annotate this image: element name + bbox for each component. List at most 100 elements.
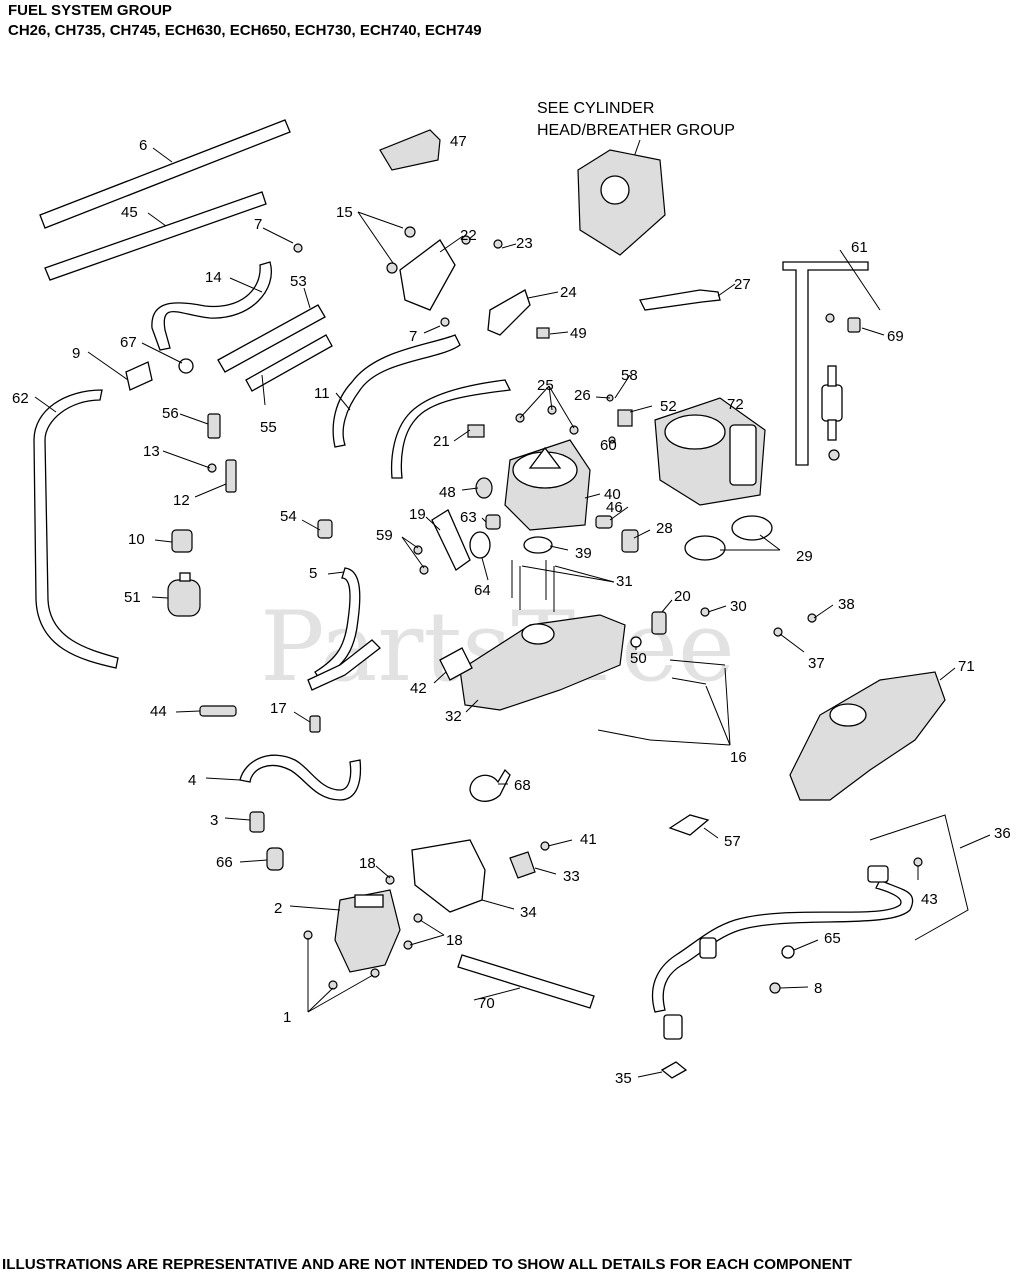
callout-69: 69 bbox=[887, 328, 904, 345]
callout-50: 50 bbox=[630, 650, 647, 667]
callout-42: 42 bbox=[410, 680, 427, 697]
throttle-body-72 bbox=[654, 397, 766, 506]
reference-note-line2: HEAD/BREATHER GROUP bbox=[537, 122, 735, 139]
callout-47: 47 bbox=[450, 133, 467, 150]
bracket-24 bbox=[487, 289, 531, 336]
valve-cover-ref bbox=[577, 149, 666, 256]
callout-27: 27 bbox=[734, 276, 751, 293]
callout-30: 30 bbox=[730, 598, 747, 615]
mounting-plate-34 bbox=[411, 839, 486, 913]
bracket-22 bbox=[399, 239, 456, 311]
callout-40: 40 bbox=[604, 486, 621, 503]
callout-29: 29 bbox=[796, 548, 813, 565]
callout-43: 43 bbox=[921, 891, 938, 908]
callout-20: 20 bbox=[674, 588, 691, 605]
small-parts bbox=[125, 226, 923, 1079]
callout-45: 45 bbox=[121, 204, 138, 221]
callout-54: 54 bbox=[280, 508, 297, 525]
o-ring-64 bbox=[469, 531, 491, 559]
callout-60: 60 bbox=[600, 437, 617, 454]
callout-5: 5 bbox=[309, 565, 317, 582]
callout-4: 4 bbox=[188, 772, 196, 789]
callout-1: 1 bbox=[283, 1009, 291, 1026]
callout-3: 3 bbox=[210, 812, 218, 829]
studs-16 bbox=[597, 659, 726, 741]
callout-19: 19 bbox=[409, 506, 426, 523]
callout-34: 34 bbox=[520, 904, 537, 921]
callout-2: 2 bbox=[274, 900, 282, 917]
callout-70: 70 bbox=[478, 995, 495, 1012]
callout-39: 39 bbox=[575, 545, 592, 562]
callout-10: 10 bbox=[128, 531, 145, 548]
hose-53 bbox=[217, 304, 326, 373]
gasket-29 bbox=[684, 515, 773, 561]
hose-70 bbox=[457, 954, 595, 1009]
callout-52: 52 bbox=[660, 398, 677, 415]
callout-35: 35 bbox=[615, 1070, 632, 1087]
callout-41: 41 bbox=[580, 831, 597, 848]
callout-16: 16 bbox=[730, 749, 747, 766]
callout-72: 72 bbox=[727, 396, 744, 413]
callout-49: 49 bbox=[570, 325, 587, 342]
callout-23: 23 bbox=[516, 235, 533, 252]
hose-45 bbox=[44, 191, 267, 281]
model-list: CH26, CH735, CH745, ECH630, ECH650, ECH7… bbox=[8, 22, 482, 39]
hose-11b bbox=[390, 379, 511, 479]
callout-18b: 18 bbox=[446, 932, 463, 949]
reference-note-line1: SEE CYLINDER bbox=[537, 100, 654, 117]
callout-26: 26 bbox=[574, 387, 591, 404]
o-ring-39 bbox=[523, 536, 553, 554]
clip-68 bbox=[469, 768, 511, 802]
callout-18a: 18 bbox=[359, 855, 376, 872]
callout-51: 51 bbox=[124, 589, 141, 606]
callout-33: 33 bbox=[563, 868, 580, 885]
callout-37: 37 bbox=[808, 655, 825, 672]
callout-44: 44 bbox=[150, 703, 167, 720]
callout-17: 17 bbox=[270, 700, 287, 717]
hose-6 bbox=[39, 119, 291, 229]
callout-12: 12 bbox=[173, 492, 190, 509]
callout-9: 9 bbox=[72, 345, 80, 362]
callout-53: 53 bbox=[290, 273, 307, 290]
filter-10 bbox=[171, 529, 193, 553]
callout-58: 58 bbox=[621, 367, 638, 384]
callout-56: 56 bbox=[162, 405, 179, 422]
hose-11 bbox=[332, 334, 461, 448]
throttle-body-40 bbox=[504, 439, 591, 531]
intake-manifold-71 bbox=[789, 671, 946, 801]
callout-46: 46 bbox=[606, 499, 623, 516]
callout-64: 64 bbox=[474, 582, 491, 599]
disclaimer-footer: ILLUSTRATIONS ARE REPRESENTATIVE AND ARE… bbox=[2, 1256, 852, 1273]
diagram-title: FUEL SYSTEM GROUP bbox=[8, 2, 172, 19]
callout-71: 71 bbox=[958, 658, 975, 675]
callout-14: 14 bbox=[205, 269, 222, 286]
callout-8: 8 bbox=[814, 980, 822, 997]
callout-22: 22 bbox=[460, 227, 477, 244]
callout-6: 6 bbox=[139, 137, 147, 154]
callout-66: 66 bbox=[216, 854, 233, 871]
callout-65: 65 bbox=[824, 930, 841, 947]
bracket-57 bbox=[668, 814, 710, 836]
callout-59: 59 bbox=[376, 527, 393, 544]
callout-31: 31 bbox=[616, 573, 633, 590]
callout-63: 63 bbox=[460, 509, 477, 526]
callout-36: 36 bbox=[994, 825, 1011, 842]
callout-68: 68 bbox=[514, 777, 531, 794]
callout-32: 32 bbox=[445, 708, 462, 725]
hose-4 bbox=[239, 754, 362, 801]
gasket-42 bbox=[439, 647, 473, 681]
hose-66 bbox=[266, 847, 284, 871]
harness-5b bbox=[307, 639, 381, 691]
leader-lines bbox=[34, 147, 991, 1078]
callout-7a: 7 bbox=[254, 216, 262, 233]
callout-62: 62 bbox=[12, 390, 29, 407]
harness-36 bbox=[651, 865, 914, 1040]
intake-manifold-32 bbox=[459, 614, 626, 711]
fuel-line-61 bbox=[782, 261, 869, 466]
callout-61: 61 bbox=[851, 239, 868, 256]
hose-62 bbox=[33, 389, 119, 669]
hose-14 bbox=[151, 261, 272, 351]
callout-labels: 1 2 3 4 5 6 7 7 8 9 10 11 12 13 14 15 16… bbox=[12, 133, 1011, 1087]
